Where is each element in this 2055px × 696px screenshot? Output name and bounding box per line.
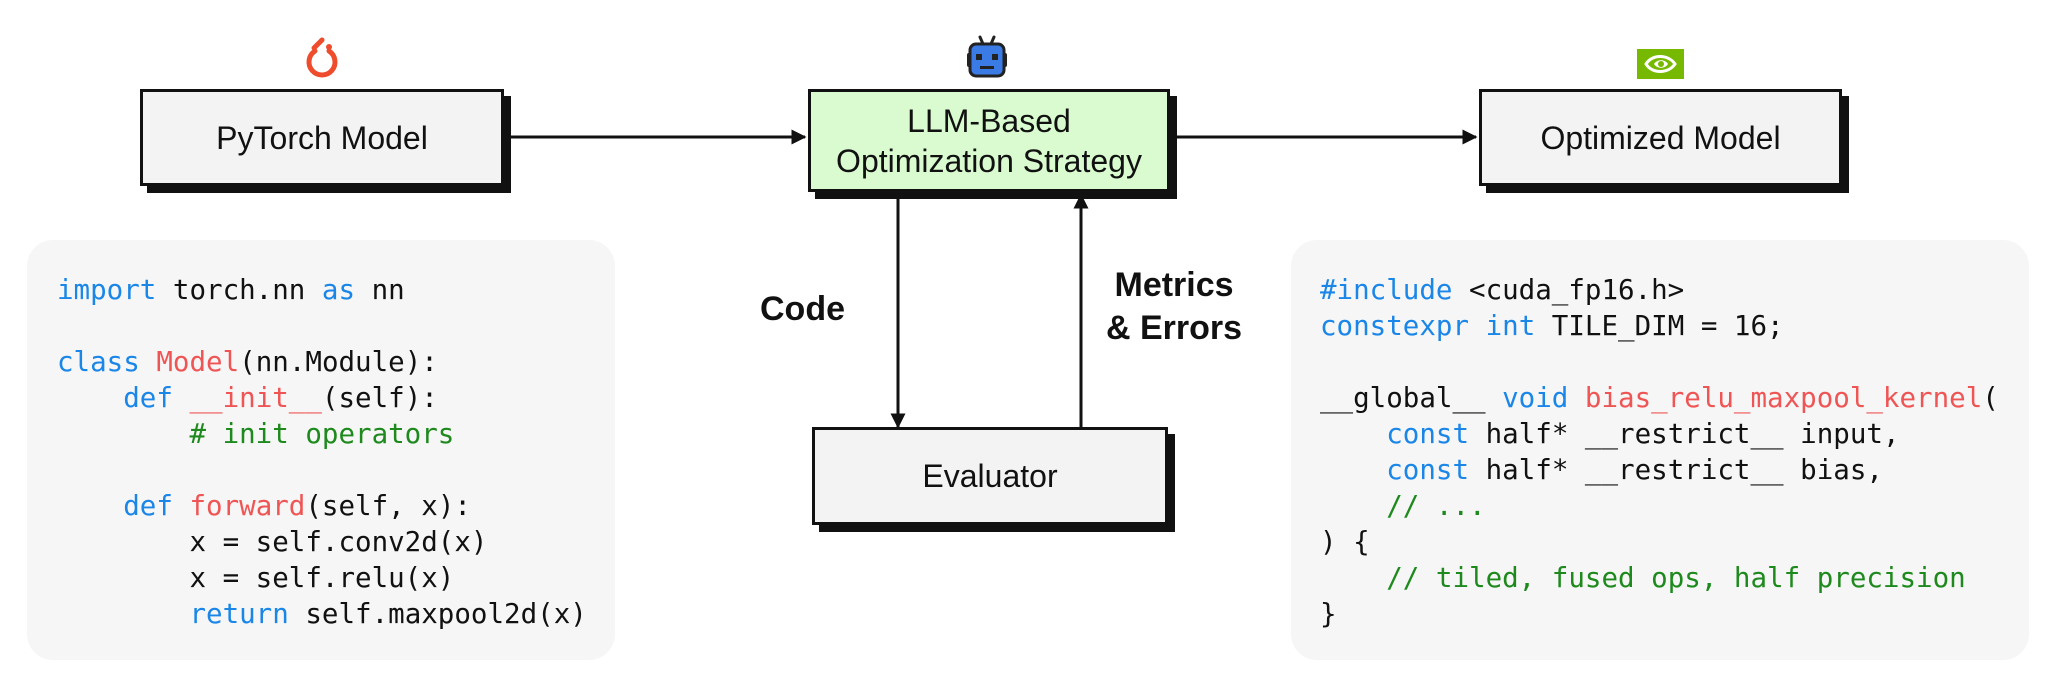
python-code-token: (nn.Module): [239,346,438,378]
cuda-code-line [1320,344,1999,380]
python-code-line: x = self.relu(x) [57,560,587,596]
cuda-code-token [1320,418,1386,450]
python-code-token [140,346,157,378]
python-code-token: (self): [321,382,438,414]
python-code-line: class Model(nn.Module): [57,344,587,380]
cuda-code-token [1320,490,1386,522]
python-code-token: return [189,598,289,630]
cuda-code-line: __global__ void bias_relu_maxpool_kernel… [1320,380,1999,416]
python-code-token [173,382,190,414]
cuda-code-token: <cuda_fp16.h> [1452,274,1685,306]
cuda-code-token [1469,310,1486,342]
optimized-model-box: Optimized Model [1479,89,1842,186]
python-code-line: import torch.nn as nn [57,272,587,308]
cuda-code-token: half* __restrict__ input, [1469,418,1900,450]
python-code-line: def __init__(self): [57,380,587,416]
cuda-code-token: ) { [1320,526,1370,558]
python-code-token: self.maxpool2d(x) [288,598,587,630]
evaluator-label: Evaluator [922,458,1058,494]
python-code-token: forward [189,490,306,522]
metrics-edge-label-line2: & Errors [1106,308,1243,347]
llm-strategy-label-line1: LLM-Based [907,102,1071,139]
cuda-code-panel [1291,240,2029,660]
python-code-token: as [321,274,356,306]
python-code-token: # init operators [189,418,455,450]
python-code-block: import torch.nn as nn class Model(nn.Mod… [57,272,587,632]
cuda-code-token [1320,454,1386,486]
python-code-token: x = self.relu(x) [57,562,455,594]
evaluator-box: Evaluator [812,427,1168,525]
cuda-code-token [1320,562,1386,594]
cuda-code-token: TILE_DIM = 16; [1535,310,1784,342]
python-code-token: def [123,382,173,414]
python-code-token: Model [156,346,240,378]
cuda-code-token: // tiled, fused ops, half precision [1386,562,1966,594]
cuda-code-token: } [1320,598,1337,630]
pytorch-model-box: PyTorch Model [140,89,504,186]
cuda-code-line: ) { [1320,524,1999,560]
metrics-edge-label-line1: Metrics [1114,266,1234,304]
python-code-token: class [57,346,140,378]
llm-strategy-label-line2: Optimization Strategy [836,142,1142,179]
pytorch-model-label: PyTorch Model [216,119,428,156]
cuda-code-token [1568,382,1585,414]
python-code-token: __init__ [189,382,322,414]
cuda-code-token: // ... [1386,490,1486,522]
cuda-code-line: // ... [1320,488,1999,524]
python-code-line [57,452,587,488]
python-code-line [57,308,587,344]
cuda-code-token: int [1485,310,1536,342]
cuda-code-token: constexpr [1320,310,1470,342]
python-code-token: import [57,274,157,306]
metrics-edge-label: Metrics & Errors [1106,264,1242,349]
robot-icon [963,35,1011,81]
cuda-code-token: ( [1982,382,1999,414]
python-code-token: x = self.conv2d(x) [57,526,488,558]
python-code-line: x = self.conv2d(x) [57,524,587,560]
cuda-code-token: const [1386,418,1470,450]
python-code-token [57,418,189,450]
python-code-line: def forward(self, x): [57,488,587,524]
python-code-token: def [123,490,173,522]
code-edge-label: Code [760,290,845,328]
pytorch-logo-icon [302,36,342,80]
python-code-token [173,490,190,522]
cuda-code-line: } [1320,596,1999,632]
optimized-model-label: Optimized Model [1540,119,1781,156]
cuda-code-token: __global__ [1320,382,1503,414]
python-code-token [57,490,123,522]
python-code-token: nn [355,274,405,306]
cuda-code-token: const [1386,454,1470,486]
cuda-code-line: #include <cuda_fp16.h> [1320,272,1999,308]
cuda-code-token: #include [1320,274,1453,306]
cuda-code-line: const half* __restrict__ bias, [1320,452,1999,488]
python-code-token [57,382,123,414]
python-code-line: # init operators [57,416,587,452]
cuda-code-line: // tiled, fused ops, half precision [1320,560,1999,596]
cuda-code-line: constexpr int TILE_DIM = 16; [1320,308,1999,344]
cuda-code-token: half* __restrict__ bias, [1469,454,1883,486]
cuda-code-block: #include <cuda_fp16.h>constexpr int TILE… [1320,272,1999,632]
cuda-code-token: bias_relu_maxpool_kernel [1584,382,1983,414]
cuda-code-token: void [1502,382,1569,414]
nvidia-logo-icon [1637,49,1684,79]
cuda-code-line: const half* __restrict__ input, [1320,416,1999,452]
python-code-line: return self.maxpool2d(x) [57,596,587,632]
python-code-panel [27,240,615,660]
python-code-token: torch.nn [156,274,322,306]
python-code-token: (self, x): [305,490,471,522]
llm-strategy-box: LLM-Based Optimization Strategy [808,89,1170,192]
python-code-token [57,598,189,630]
